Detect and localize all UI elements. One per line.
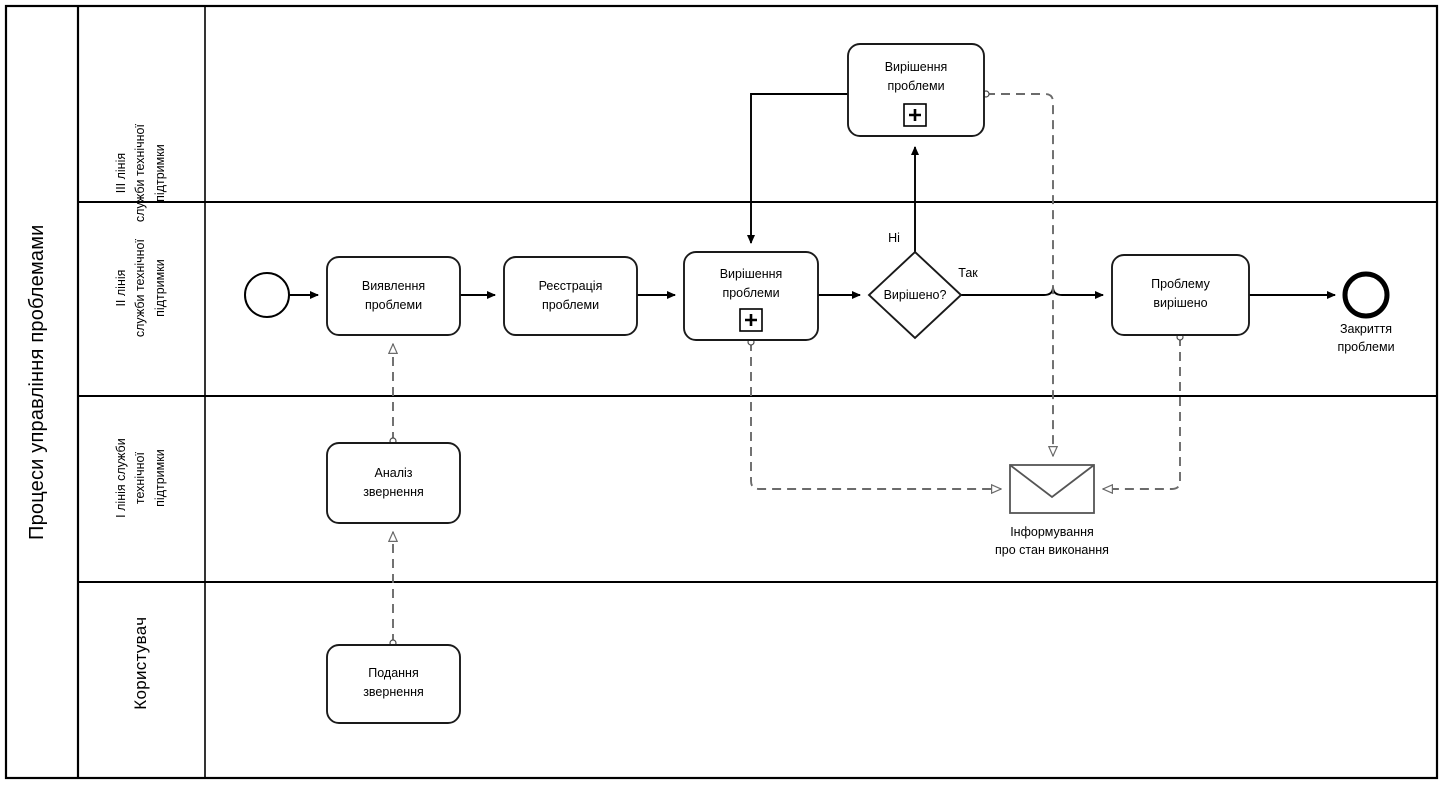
gateway-resolved[interactable] (867, 250, 963, 340)
flow-third-line-back-to-second-line (747, 93, 848, 244)
msg-resolve-second-line-to-envelope (751, 342, 1001, 489)
end-event[interactable] (1342, 271, 1390, 319)
msg-problem-resolved-to-envelope (1103, 337, 1180, 489)
pool-title: Процеси управління проблемами (26, 224, 48, 540)
flow-label-no: Ні (888, 231, 900, 245)
msg-resolve-third-line-to-envelope (986, 94, 1053, 456)
lane-title-second-line: II лінія служби технічної підтримки (113, 239, 167, 338)
message-flow-layer (393, 94, 1180, 643)
task-submit-request[interactable] (326, 644, 461, 724)
sub-process-plus-icon (903, 103, 927, 127)
start-event[interactable] (244, 272, 290, 318)
pool-frame (4, 4, 1439, 780)
task-node-layer (326, 43, 1250, 724)
sub-process-plus-icon (739, 308, 763, 332)
task-register-problem[interactable] (503, 256, 638, 336)
task-detect-problem[interactable] (326, 256, 461, 336)
flow-label-yes: Так (958, 266, 978, 280)
lane-title-first-line: I лінія служби технічної підтримки (113, 438, 167, 518)
message-envelope-icon[interactable] (1009, 464, 1095, 514)
message-envelope-label: Інформування про стан виконання (995, 525, 1109, 558)
task-resolve-problem-third-line[interactable] (847, 43, 985, 137)
task-resolve-problem-second-line[interactable] (683, 251, 819, 341)
lane-title-user: Користувач (130, 616, 150, 710)
task-problem-resolved[interactable] (1111, 254, 1250, 336)
task-analyze-request[interactable] (326, 442, 461, 524)
end-event-label: Закриття проблеми (1337, 322, 1395, 355)
